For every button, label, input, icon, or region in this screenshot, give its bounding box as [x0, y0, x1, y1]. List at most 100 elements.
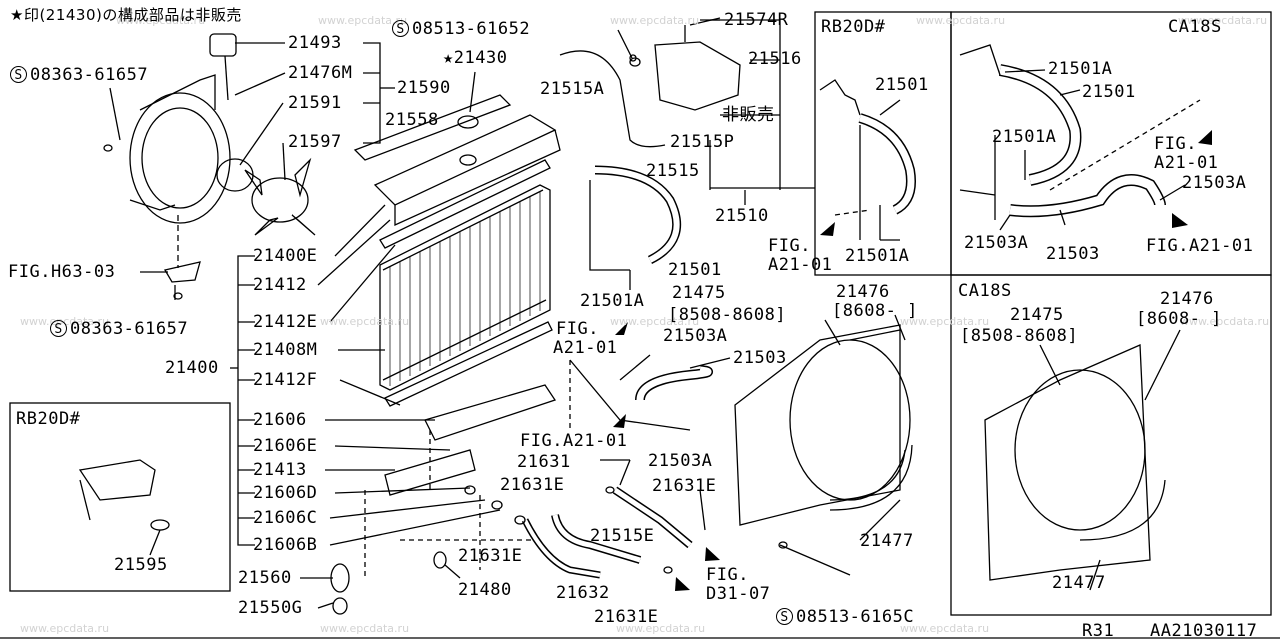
part-label: 21515P	[670, 132, 735, 152]
part-label: 21501	[668, 260, 722, 280]
part-label: 21503	[1046, 244, 1100, 264]
variant-title: RB20D#	[821, 17, 886, 37]
part-label: 21503A	[663, 326, 728, 346]
watermark: www.epcdata.ru	[318, 14, 408, 27]
part-label: 21550G	[238, 598, 303, 618]
part-label: 21595	[114, 555, 168, 575]
part-label: 21590	[397, 78, 451, 98]
model-code: R31	[1082, 621, 1115, 640]
figure-ref: FIG.	[556, 319, 599, 339]
part-label: 21412F	[253, 370, 318, 390]
variant-title: CA18S	[1168, 17, 1222, 37]
part-label: 21501	[1082, 82, 1136, 102]
watermark: www.epcdata.ru	[1180, 315, 1270, 328]
part-label: 21413	[253, 460, 307, 480]
variant-title: CA18S	[958, 281, 1012, 301]
shroud-ca18	[984, 344, 1151, 581]
radiator-core	[379, 184, 551, 391]
shroud-mid	[734, 324, 901, 526]
figure-ref: FIG.A21-01	[1146, 236, 1254, 256]
part-label: 21631E	[458, 546, 523, 566]
not-sold-label: 非販売	[722, 105, 775, 125]
watermark: www.epcdata.ru	[610, 315, 700, 328]
part-label: 21597	[288, 132, 342, 152]
figure-ref: FIG.	[1154, 134, 1197, 154]
part-label: 21493	[288, 33, 342, 53]
part-label: 21412	[253, 275, 307, 295]
figure-ref: A21-01	[1154, 153, 1219, 173]
part-label: 21510	[715, 206, 769, 226]
part-label: 21408M	[253, 340, 318, 360]
part-label: 21516	[748, 49, 802, 69]
part-label: 21631E	[594, 607, 659, 627]
part-label: 21476M	[288, 63, 353, 83]
figure-ref: FIG.H63-03	[8, 262, 116, 282]
watermark: www.epcdata.ru	[20, 622, 110, 635]
watermark: www.epcdata.ru	[900, 315, 990, 328]
part-label: 21631E	[500, 475, 565, 495]
part-label: 21503	[733, 348, 787, 368]
part-label: [8508-8608]	[960, 326, 1079, 346]
part-label: 21477	[1052, 573, 1106, 593]
part-label: 21515A	[540, 79, 605, 99]
reservoir-tank	[654, 41, 741, 111]
part-label: 21591	[288, 93, 342, 113]
part-label: 21515E	[590, 526, 655, 546]
part-label: 21606	[253, 410, 307, 430]
watermark: www.epcdata.ru	[916, 14, 1006, 27]
part-label: 21400E	[253, 246, 318, 266]
part-label: 21560	[238, 568, 292, 588]
part-label: 21631	[517, 452, 571, 472]
part-label: 21475	[1010, 305, 1064, 325]
watermark: www.epcdata.ru	[616, 622, 706, 635]
part-label: 21480	[458, 580, 512, 600]
figure-ref: FIG.	[768, 236, 811, 256]
part-label: 21503A	[1182, 173, 1247, 193]
rb20-lower-box	[9, 402, 231, 592]
part-label: ★21430	[443, 48, 508, 68]
part-label: 21501A	[1048, 59, 1113, 79]
part-label: 21606E	[253, 436, 318, 456]
part-label: 21574R	[724, 10, 789, 30]
fan-shroud	[129, 92, 231, 224]
figure-ref: FIG.A21-01	[520, 431, 628, 451]
watermark: www.epcdata.ru	[116, 14, 206, 27]
part-label: [8508-8608]	[668, 305, 787, 325]
part-label: 21515	[646, 161, 700, 181]
part-label: 21476	[1160, 289, 1214, 309]
part-label: 21501A	[580, 291, 645, 311]
screw-symbol: S	[392, 20, 409, 37]
part-label: 21501A	[845, 246, 910, 266]
variant-title: RB20D#	[16, 409, 81, 429]
part-label: 21412E	[253, 312, 318, 332]
figure-ref: A21-01	[768, 255, 833, 275]
part-label: 21400	[165, 358, 219, 378]
ca18-lower-box	[950, 274, 1272, 616]
screw-symbol: S	[776, 608, 793, 625]
part-label: 21632	[556, 583, 610, 603]
part-label: 21631E	[652, 476, 717, 496]
screw-symbol: S	[50, 320, 67, 337]
watermark: www.epcdata.ru	[1178, 14, 1268, 27]
part-label: 21606B	[253, 535, 318, 555]
part-label: 21606D	[253, 483, 318, 503]
part-label: 21606C	[253, 508, 318, 528]
part-label: 21501	[875, 75, 929, 95]
figure-ref: D31-07	[706, 584, 771, 604]
watermark: www.epcdata.ru	[320, 622, 410, 635]
part-label: 21476	[836, 282, 890, 302]
sale-note: ★印(21430)の構成部品は非販売	[10, 6, 242, 24]
part-label: [8608- ]	[832, 301, 918, 321]
part-label: 21475	[672, 283, 726, 303]
watermark: www.epcdata.ru	[900, 622, 990, 635]
part-label: 21503A	[648, 451, 713, 471]
rb20-box	[814, 11, 952, 276]
figure-ref: A21-01	[553, 338, 618, 358]
part-label: 21477	[860, 531, 914, 551]
